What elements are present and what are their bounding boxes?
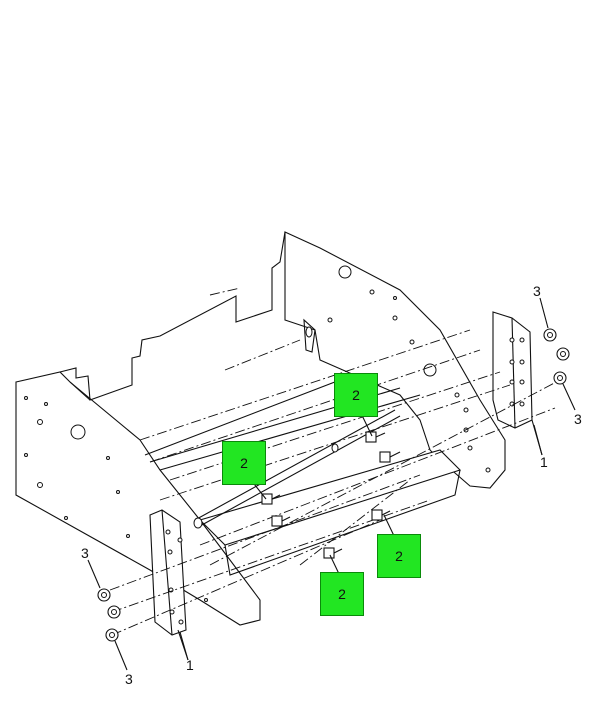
bolt-icon	[271, 515, 291, 527]
frame-right-panel	[284, 231, 506, 489]
bolt-icon	[261, 493, 281, 505]
assembly-center-lines	[109, 287, 561, 636]
nut-icon	[107, 605, 121, 619]
bolt-hardware	[261, 431, 401, 559]
callout-bolt-b: 2	[222, 441, 266, 485]
nut-icon	[97, 588, 111, 602]
bolt-icon	[371, 509, 391, 521]
label-bracket-left: 1	[186, 657, 194, 673]
nut-icon	[105, 628, 119, 642]
nut-hardware	[97, 328, 570, 642]
callout-bolt-a: 2	[334, 373, 378, 417]
label-nut-lower-left: 3	[125, 671, 133, 687]
label-nut-upper-left: 3	[81, 545, 89, 561]
callout-bolt-c: 2	[377, 534, 421, 578]
bolt-icon	[323, 547, 343, 559]
nut-icon	[553, 371, 567, 385]
callout-bolt-d: 2	[320, 572, 364, 616]
bolt-icon	[365, 431, 386, 443]
bolt-icon	[379, 451, 401, 463]
back-rail	[59, 231, 316, 401]
nut-icon	[543, 328, 557, 342]
label-bracket-right: 1	[540, 454, 548, 470]
label-nut-top-right: 3	[533, 283, 541, 299]
label-nut-bottom-right: 3	[574, 411, 582, 427]
nut-icon	[556, 347, 570, 361]
